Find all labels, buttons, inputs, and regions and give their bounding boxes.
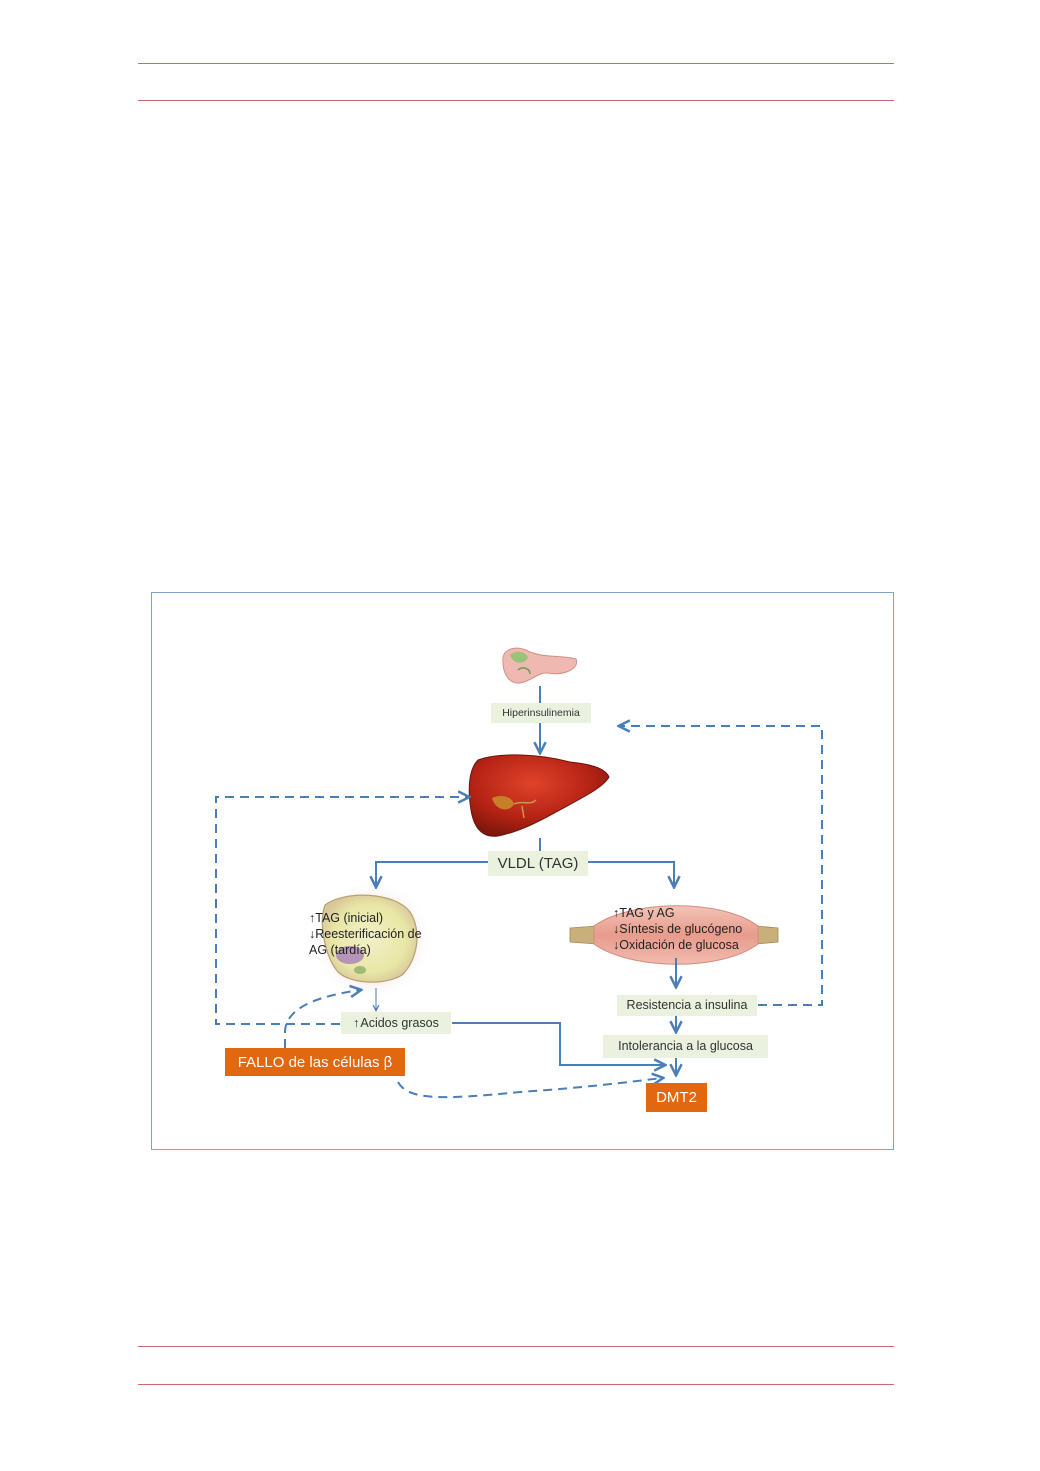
footer-rule-top [138,1346,894,1347]
muscle-note-2: Síntesis de glucógeno [619,922,743,936]
adipocyte-note-3: AG (tardía) [309,943,371,957]
intolerancia-glucosa-label: Intolerancia a la glucosa [603,1035,768,1058]
arrow-up-icon: ↑ [613,906,620,920]
arrow-down-icon: ↓ [309,927,316,941]
resistencia-insulina-label: Resistencia a insulina [617,995,757,1016]
flow-arrows [376,686,676,1074]
footer-rule-bottom [138,1384,894,1385]
adipocyte-note-1: TAG (inicial) [315,911,384,925]
header-rule-top [138,63,894,64]
arrow-up-icon: ↑ [353,1015,360,1030]
muscle-icon [569,905,779,965]
pancreas-icon [502,647,578,684]
muscle-notes: ↑TAG y AG ↓Síntesis de glucógeno ↓Oxidac… [613,905,742,953]
acidos-grasos-label: ↑ Acidos grasos [341,1012,451,1034]
adipocyte-note-2: Reesterificación de [315,927,422,941]
muscle-note-3: Oxidación de glucosa [619,938,739,952]
liver-icon [468,754,610,837]
adipocyte-notes: ↑TAG (inicial) ↓Reesterificación de AG (… [309,910,422,958]
hiperinsulinemia-label: Hiperinsulinemia [491,703,591,723]
vldl-label: VLDL (TAG) [488,851,588,876]
header-rule-bottom [138,100,894,101]
arrow-down-icon: ↓ [613,922,620,936]
fallo-celulas-beta-box: FALLO de las células β [225,1048,405,1076]
diagram-frame [151,592,894,1150]
arrow-down-icon: ↓ [613,938,620,952]
acidos-grasos-text: Acidos grasos [360,1015,439,1030]
arrow-up-icon: ↑ [309,911,316,925]
dmt2-box: DMT2 [646,1083,707,1112]
muscle-note-1: TAG y AG [619,906,675,920]
adipocyte-icon [312,880,432,1000]
feedback-arrows [215,726,823,1099]
